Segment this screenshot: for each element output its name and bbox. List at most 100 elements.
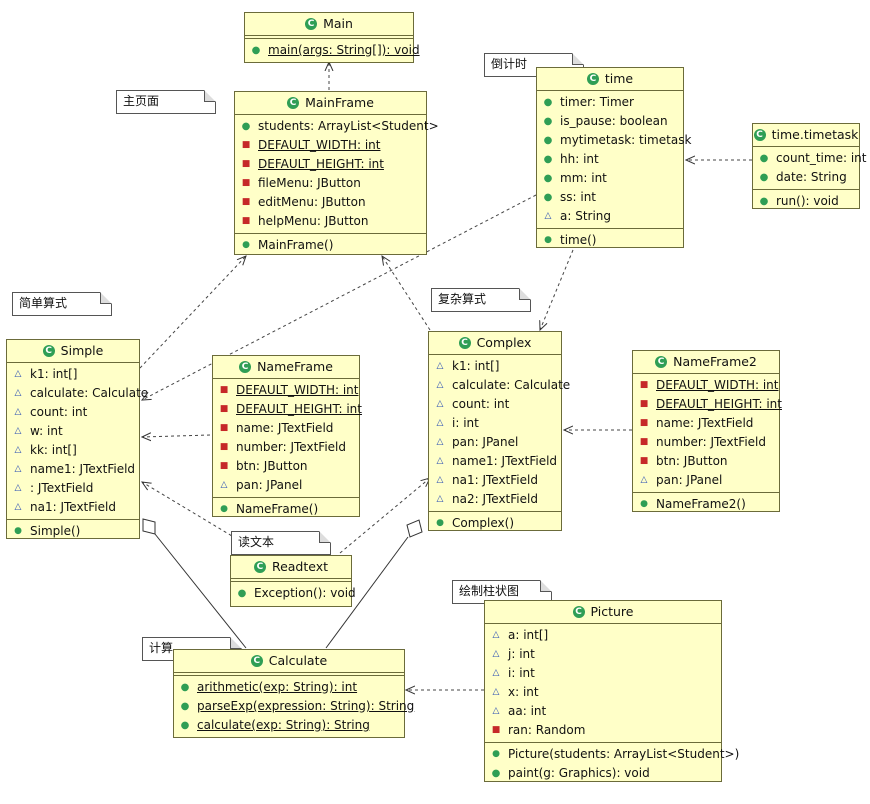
- method-row[interactable]: ●arithmetic(exp: String): int: [174, 678, 404, 697]
- constructor-row[interactable]: ●Picture(students: ArrayList<Student>): [485, 745, 739, 764]
- field-row[interactable]: ■editMenu: JButton: [235, 193, 426, 212]
- field-row[interactable]: △a: int[]: [485, 626, 721, 645]
- class-icon: C: [572, 605, 585, 618]
- field-row[interactable]: ■name: JTextField: [213, 419, 359, 438]
- class-name: Calculate: [268, 653, 328, 668]
- field-row[interactable]: ●timer: Timer: [537, 93, 683, 112]
- dep-nameframe-simple: [142, 435, 211, 437]
- public-field-icon: ●: [543, 173, 553, 184]
- class-name: Picture: [590, 604, 634, 619]
- class-name: NameFrame: [257, 359, 333, 374]
- field-row[interactable]: △pan: JPanel: [429, 433, 561, 452]
- constructor-row[interactable]: ●NameFrame2(): [633, 495, 779, 514]
- constructor-row[interactable]: ●NameFrame(): [213, 500, 359, 519]
- field-row[interactable]: △count: int: [7, 403, 139, 422]
- field-row[interactable]: △k1: int[]: [429, 357, 561, 376]
- field-row[interactable]: △w: int: [7, 422, 139, 441]
- field-row[interactable]: ■DEFAULT_HEIGHT: int: [235, 155, 426, 174]
- field-row[interactable]: ■DEFAULT_WIDTH: int: [633, 376, 779, 395]
- field-row[interactable]: ●mytimetask: timetask: [537, 131, 692, 150]
- constructor-row[interactable]: ●Complex(): [429, 514, 561, 533]
- class-name: NameFrame2: [673, 354, 757, 369]
- constructor-icon: ●: [544, 235, 552, 245]
- package-field-icon: △: [14, 407, 22, 417]
- private-field-icon: ■: [639, 418, 649, 428]
- field-row[interactable]: ●students: ArrayList<Student>: [235, 117, 439, 136]
- field-row[interactable]: △i: int: [429, 414, 561, 433]
- field-row[interactable]: ■helpMenu: JButton: [235, 212, 426, 231]
- field-row[interactable]: ■number: JTextField: [633, 433, 779, 452]
- field-row[interactable]: △pan: JPanel: [213, 476, 359, 495]
- field-row[interactable]: ■DEFAULT_HEIGHT: int: [213, 400, 362, 419]
- method-row[interactable]: ●calculate(exp: String): String: [174, 716, 404, 735]
- method-row[interactable]: ●parseExp(expression: String): String: [174, 697, 415, 716]
- field-row[interactable]: ■DEFAULT_WIDTH: int: [213, 381, 359, 400]
- field-row[interactable]: △na1: JTextField: [429, 471, 561, 490]
- note-simple-arith: 简单算式: [12, 292, 112, 316]
- field-row[interactable]: ■ran: Random: [485, 721, 721, 740]
- field-row[interactable]: △name1: JTextField: [429, 452, 561, 471]
- package-field-icon: △: [436, 494, 444, 504]
- public-field-icon: ●: [759, 172, 769, 183]
- field-row[interactable]: ●date: String: [753, 168, 859, 187]
- field-row[interactable]: ●ss: int: [537, 188, 683, 207]
- method-row[interactable]: ●paint(g: Graphics): void: [485, 764, 721, 783]
- package-field-icon: △: [436, 361, 444, 371]
- field-row[interactable]: △x: int: [485, 683, 721, 702]
- field-row[interactable]: △na1: JTextField: [7, 498, 139, 517]
- field-row[interactable]: ■DEFAULT_HEIGHT: int: [633, 395, 782, 414]
- private-field-icon: ■: [241, 140, 251, 150]
- field-row[interactable]: △pan: JPanel: [633, 471, 779, 490]
- private-field-icon: ■: [241, 178, 251, 188]
- package-field-icon: △: [544, 211, 552, 221]
- public-field-icon: ●: [543, 154, 553, 165]
- field-row[interactable]: ■fileMenu: JButton: [235, 174, 426, 193]
- class-icon: C: [655, 355, 668, 368]
- field-row[interactable]: △kk: int[]: [7, 441, 139, 460]
- field-row[interactable]: ●is_pause: boolean: [537, 112, 683, 131]
- field-row[interactable]: △a: String: [537, 207, 683, 226]
- private-field-icon: ■: [639, 456, 649, 466]
- constructor-row[interactable]: ●MainFrame(): [235, 236, 426, 255]
- field-row[interactable]: △: JTextField: [7, 479, 139, 498]
- constructor-row[interactable]: ●Simple(): [7, 522, 139, 541]
- public-field-icon: ●: [759, 153, 769, 164]
- field-row[interactable]: △na2: JTextField: [429, 490, 561, 509]
- field-row[interactable]: △k1: int[]: [7, 365, 139, 384]
- field-row[interactable]: ●count_time: int: [753, 149, 867, 168]
- method-row[interactable]: ●run(): void: [753, 192, 859, 211]
- public-method-icon: ●: [759, 196, 769, 207]
- field-row[interactable]: △aa: int: [485, 702, 721, 721]
- field-row[interactable]: △j: int: [485, 645, 721, 664]
- field-row[interactable]: △i: int: [485, 664, 721, 683]
- field-row[interactable]: ●hh: int: [537, 150, 683, 169]
- package-field-icon: △: [436, 399, 444, 409]
- constructor-row[interactable]: ●time(): [537, 231, 683, 250]
- field-row[interactable]: △name1: JTextField: [7, 460, 139, 479]
- field-row[interactable]: △count: int: [429, 395, 561, 414]
- class-nameframe2[interactable]: C NameFrame2 ■DEFAULT_WIDTH: int ■DEFAULT…: [632, 350, 782, 514]
- field-row[interactable]: ●mm: int: [537, 169, 683, 188]
- class-name: time: [604, 71, 634, 86]
- field-row[interactable]: ■DEFAULT_WIDTH: int: [235, 136, 426, 155]
- field-row[interactable]: ■btn: JButton: [633, 452, 779, 471]
- method-row[interactable]: ●Exception(): void: [231, 584, 356, 603]
- field-row[interactable]: △calculate: Calculate: [429, 376, 571, 395]
- field-row[interactable]: △calculate: Calculate: [7, 384, 149, 403]
- field-row[interactable]: ■btn: JButton: [213, 457, 359, 476]
- public-field-icon: ●: [543, 116, 553, 127]
- class-picture[interactable]: C Picture △a: int[] △j: int △i: int △x: i…: [484, 600, 739, 783]
- method-row[interactable]: ●main(args: String[]): void: [245, 41, 420, 60]
- constructor-icon: ●: [640, 499, 648, 509]
- field-row[interactable]: ■number: JTextField: [213, 438, 359, 457]
- field-row[interactable]: ■name: JTextField: [633, 414, 779, 433]
